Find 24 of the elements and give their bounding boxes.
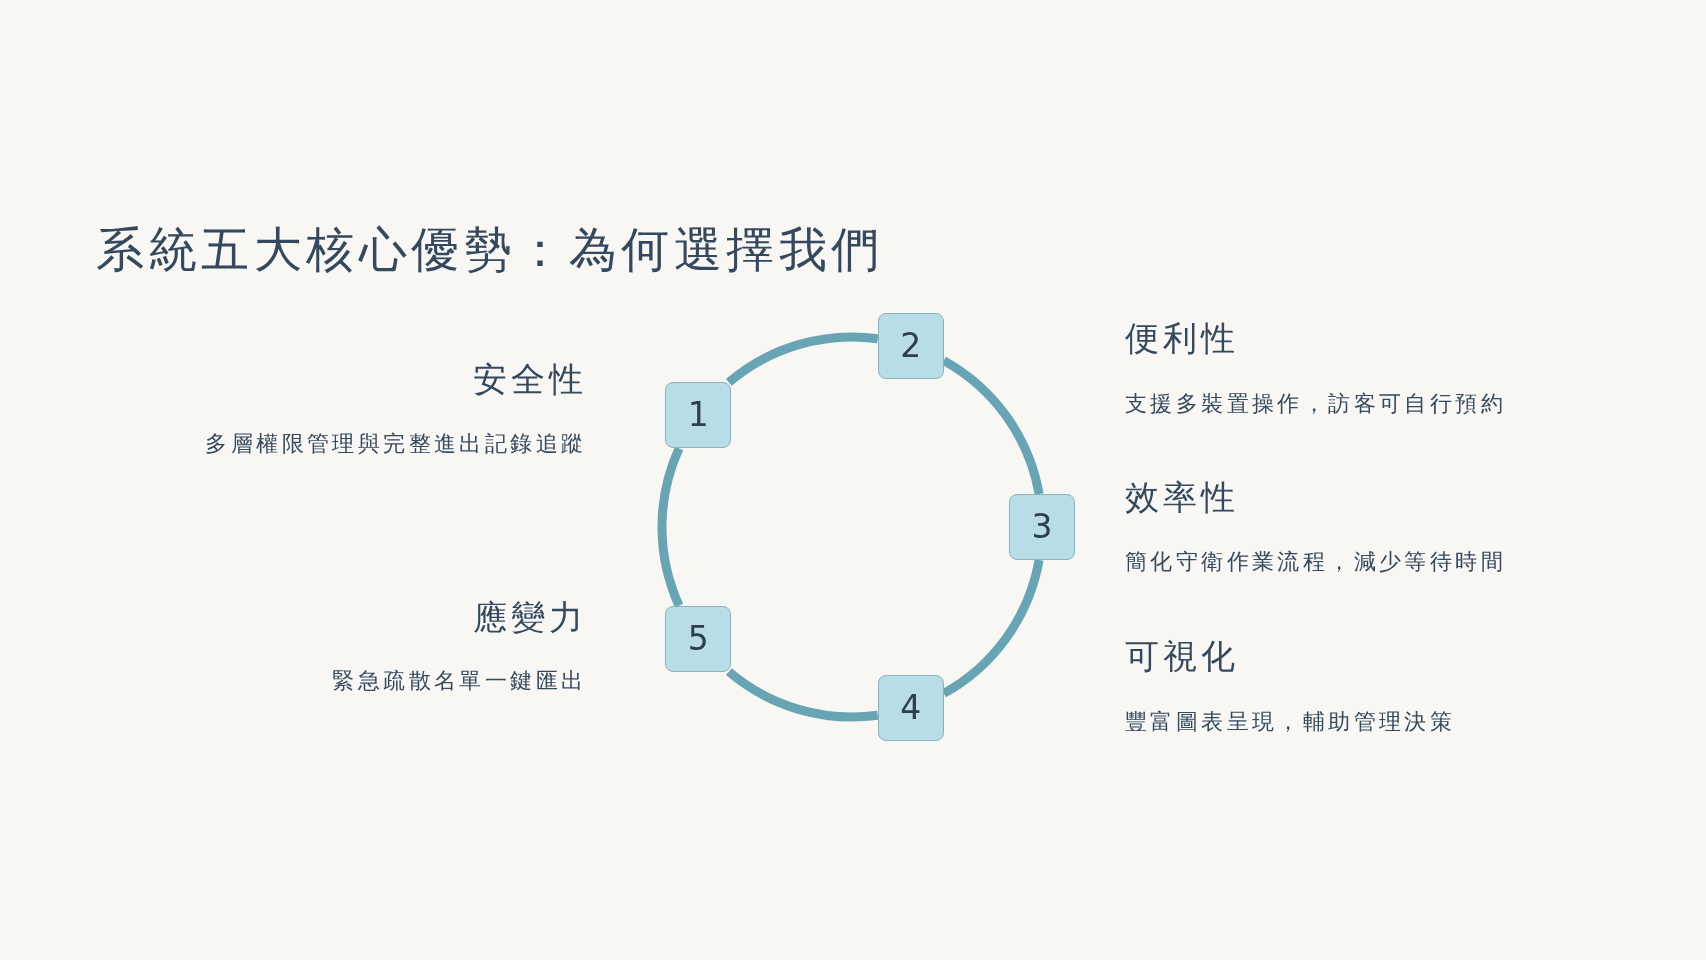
- step-tile: [877, 313, 944, 380]
- feature-heading: 應變力: [473, 597, 587, 637]
- feature-heading: 安全性: [473, 359, 587, 399]
- ring-arc: [726, 668, 879, 722]
- feature-description: 豐富圖表呈現，輔助管理決策: [1125, 708, 1456, 736]
- feature-description: 緊急疏散名單一鍵匯出: [332, 667, 587, 695]
- feature-description: 簡化守衛作業流程，減少等待時間: [1125, 548, 1506, 576]
- step-number: 1: [687, 396, 709, 435]
- step-tile: [665, 382, 732, 449]
- step-tile: [877, 674, 944, 741]
- step-number: 5: [687, 619, 709, 658]
- feature-heading: 效率性: [1125, 477, 1239, 517]
- step-tile: [665, 605, 732, 672]
- feature-description: 多層權限管理與完整進出記錄追蹤: [205, 430, 587, 458]
- step-number: 4: [900, 688, 922, 727]
- ring-arc: [657, 446, 684, 608]
- step-number: 3: [1031, 508, 1053, 546]
- step-number: 2: [900, 327, 922, 366]
- step-tile: [1009, 494, 1075, 560]
- feature-heading: 便利性: [1125, 318, 1239, 358]
- ring-arc: [726, 332, 879, 386]
- feature-description: 支援多裝置操作，訪客可自行預約: [1125, 390, 1506, 418]
- feature-heading: 可視化: [1125, 636, 1239, 676]
- slide-title: 系統五大核心優勢：為何選擇我們: [96, 220, 884, 278]
